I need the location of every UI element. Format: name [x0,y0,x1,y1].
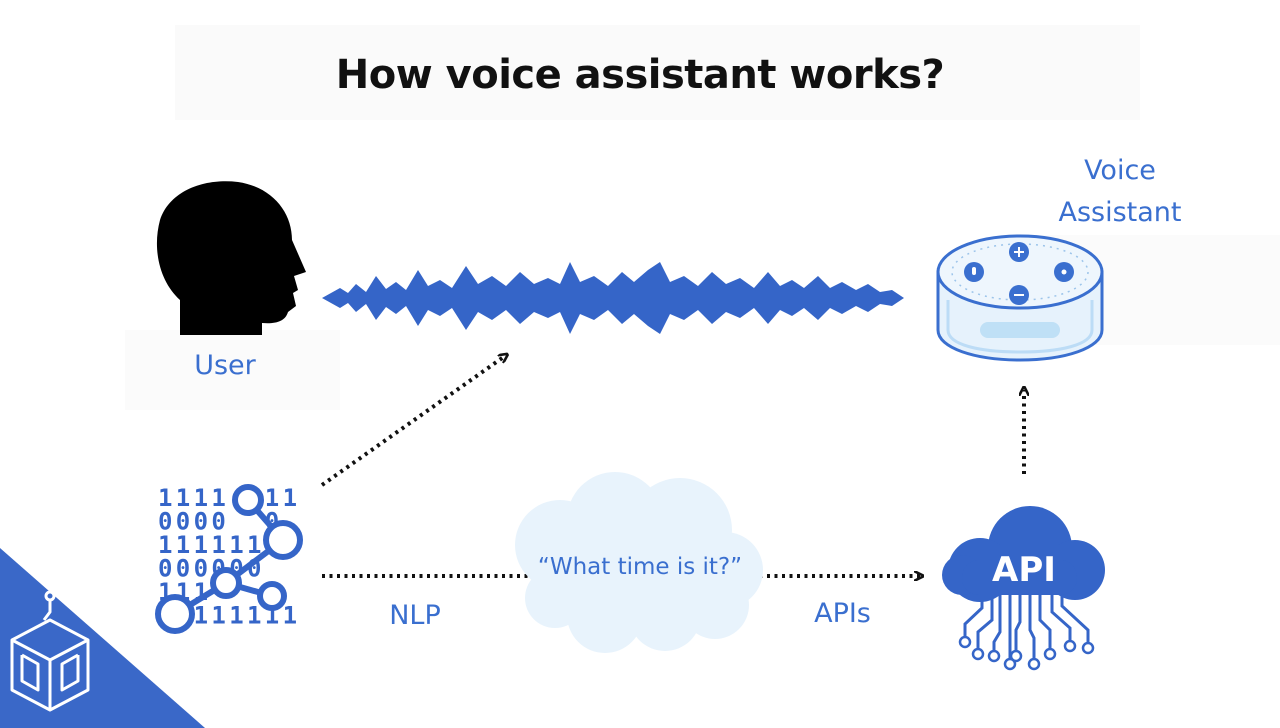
binary-digit: 1 [229,602,243,630]
speech-cloud-icon [515,472,763,653]
user-label: User [194,350,256,381]
binary-digit: 1 [247,531,261,559]
binary-digit: 1 [194,484,208,512]
binary-digit: 1 [158,531,172,559]
voice-assistant-label: Voice Assistant [1040,150,1200,234]
page-title: How voice assistant works? [335,52,945,98]
binary-digit: 1 [158,484,172,512]
nlp-label: NLP [389,600,441,631]
user-panel [125,330,340,410]
api-icon-text: API [992,550,1056,590]
sound-wave-icon [322,262,904,334]
binary-digit: 1 [229,531,243,559]
binary-digit: 0 [158,508,172,536]
apis-label: APIs [814,598,871,629]
binary-digit: 1 [211,484,225,512]
binary-digit: 0 [176,555,190,583]
binary-digit: 1 [176,484,190,512]
user-head-icon [156,181,306,335]
binary-digit: 1 [283,602,297,630]
binary-digit: 0 [176,508,190,536]
arrow-nlp-to-wave [320,356,505,487]
binary-digit: 1 [176,531,190,559]
api-cloud-icon: API [942,506,1105,671]
speech-cloud-text: “What time is it?” [537,554,743,580]
binary-digit: 1 [211,602,225,630]
binary-digit: 1 [247,602,261,630]
voice-assistant-label-line1: Voice [1084,155,1156,186]
binary-digit: 1 [194,531,208,559]
binary-digit: 1 [211,531,225,559]
binary-digit: 1 [265,484,279,512]
binary-digit: 1 [194,602,208,630]
smart-speaker-icon [936,234,1104,362]
voice-assistant-label-line2: Assistant [1058,197,1182,228]
binary-digit: 0 [194,508,208,536]
logo-cube-icon [0,548,205,728]
binary-digit: 0 [158,555,172,583]
binary-digit: 0 [211,508,225,536]
binary-digit: 1 [283,484,297,512]
binary-digit: 0 [194,555,208,583]
title-panel [175,25,1140,120]
